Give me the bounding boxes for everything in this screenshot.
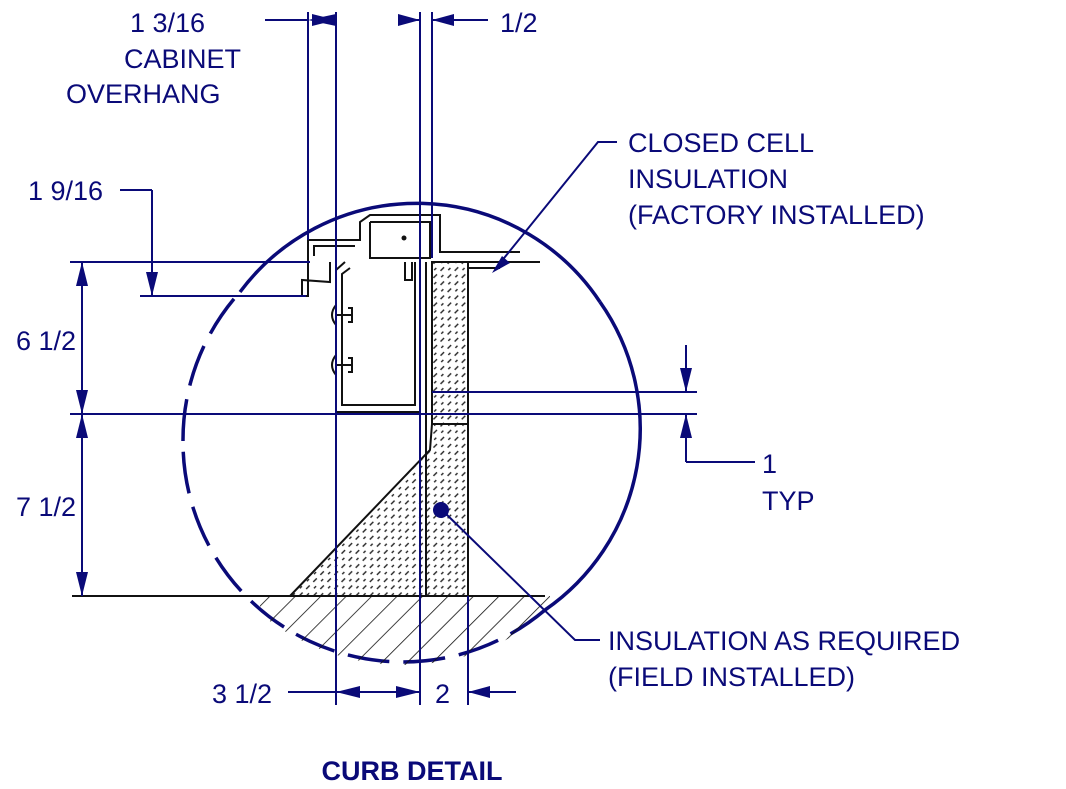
bolt-upper bbox=[331, 304, 353, 326]
closed-cell-line-1: CLOSED CELL bbox=[628, 128, 814, 158]
detail-circle-upper bbox=[238, 201, 602, 303]
closed-cell-line-3: (FACTORY INSTALLED) bbox=[628, 200, 925, 230]
roof-hatch bbox=[260, 596, 550, 665]
drawing-title: CURB DETAIL bbox=[322, 756, 503, 786]
dim-bottom-arrow-l bbox=[336, 686, 360, 698]
dim-overhang-arrow-b bbox=[312, 14, 336, 26]
overhang-label-1: CABINET bbox=[124, 44, 241, 74]
dim-lower-arrow-top bbox=[76, 414, 88, 438]
curb-rail-inner bbox=[341, 262, 416, 406]
leader-closed-cell-head bbox=[492, 256, 510, 273]
leader-field-insulation bbox=[441, 509, 600, 641]
half-dim-label: 1/2 bbox=[500, 8, 538, 38]
closed-cell-insulation bbox=[431, 261, 469, 425]
upper-height-label: 6 1/2 bbox=[16, 326, 76, 356]
small-dim-label: 1 9/16 bbox=[28, 176, 103, 206]
overhang-value: 1 3/16 bbox=[130, 8, 205, 38]
detail-circle-right bbox=[544, 300, 642, 612]
typ-label: TYP bbox=[762, 486, 815, 516]
cabinet-overhang-clip bbox=[301, 262, 413, 297]
field-insulation-line-1: INSULATION AS REQUIRED bbox=[608, 626, 960, 656]
cabinet-base bbox=[307, 214, 520, 262]
cabinet-base-inner bbox=[313, 221, 431, 259]
bottom-width-label: 3 1/2 bbox=[212, 679, 272, 709]
insulation-width-label: 2 bbox=[435, 679, 450, 709]
curb-rail bbox=[335, 261, 421, 413]
bolt-lower bbox=[331, 354, 353, 376]
dim-small-arrow bbox=[146, 272, 158, 296]
dim-typ-arrow-top bbox=[680, 368, 692, 392]
closed-cell-line-2: INSULATION bbox=[628, 164, 788, 194]
fastener-dot bbox=[401, 235, 407, 241]
field-insulation-line-2: (FIELD INSTALLED) bbox=[608, 662, 855, 692]
dim-upper-arrow-bottom bbox=[76, 390, 88, 414]
lower-height-label: 7 1/2 bbox=[16, 492, 76, 522]
overhang-label-2: OVERHANG bbox=[66, 79, 221, 109]
typ-value-label: 1 bbox=[762, 449, 777, 479]
dim-upper-arrow-top bbox=[76, 262, 88, 286]
detail-circle bbox=[181, 290, 242, 442]
dim-lower-arrow-bottom bbox=[76, 572, 88, 596]
leader-field-dot bbox=[433, 502, 449, 518]
leader-closed-cell bbox=[495, 141, 617, 269]
dim-bottom-arrow-r bbox=[396, 686, 420, 698]
